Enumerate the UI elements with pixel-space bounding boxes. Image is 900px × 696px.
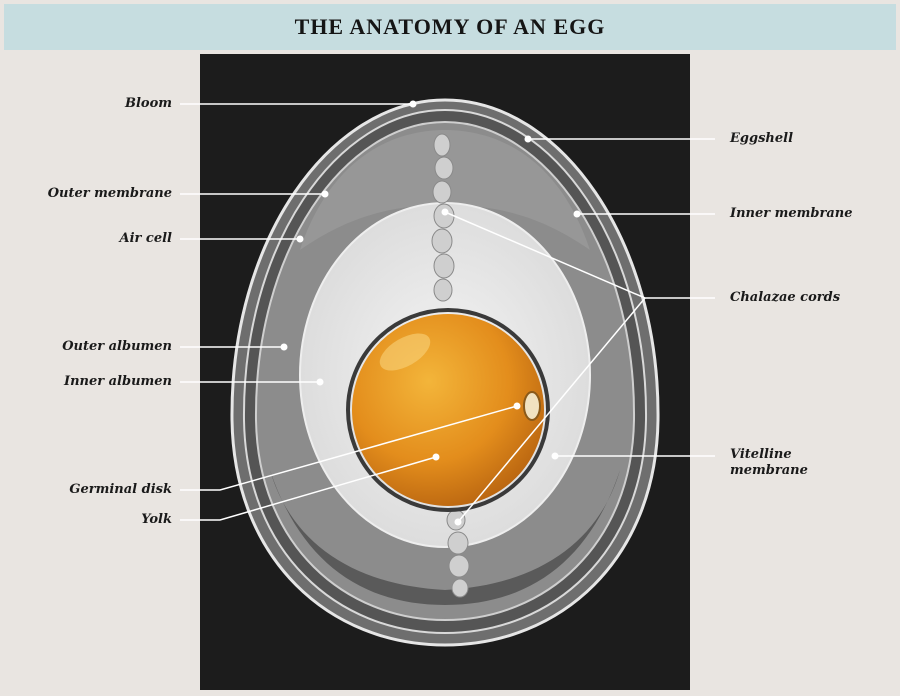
label-vitelline-membrane-line1: Vitelline	[730, 447, 792, 462]
yolk	[352, 314, 544, 506]
yolk-highlight	[379, 333, 431, 371]
label-outer-membrane: Outer membrane	[47, 186, 172, 201]
leader-lines	[180, 103, 715, 523]
outer-albumen	[270, 470, 620, 605]
label-inner-membrane: Inner membrane	[730, 206, 853, 221]
chalazae-upper	[431, 133, 455, 302]
label-yolk: Yolk	[141, 512, 172, 527]
vitelline-membrane	[346, 308, 550, 512]
label-eggshell: Eggshell	[730, 131, 794, 146]
label-outer-albumen: Outer albumen	[62, 339, 172, 354]
label-germinal-disk: Germinal disk	[69, 482, 172, 497]
label-inner-albumen: Inner albumen	[63, 374, 172, 389]
diagram-title: THE ANATOMY OF AN EGG	[294, 14, 606, 39]
title-bar: THE ANATOMY OF AN EGG	[4, 4, 896, 50]
label-chalazae-cords: Chalazae cords	[730, 290, 841, 305]
leader-dots	[280, 100, 581, 526]
label-vitelline-membrane-line2: membrane	[730, 463, 808, 478]
germinal-disk	[523, 391, 541, 421]
label-bloom: Bloom	[124, 96, 172, 111]
label-air-cell: Air cell	[119, 231, 172, 246]
